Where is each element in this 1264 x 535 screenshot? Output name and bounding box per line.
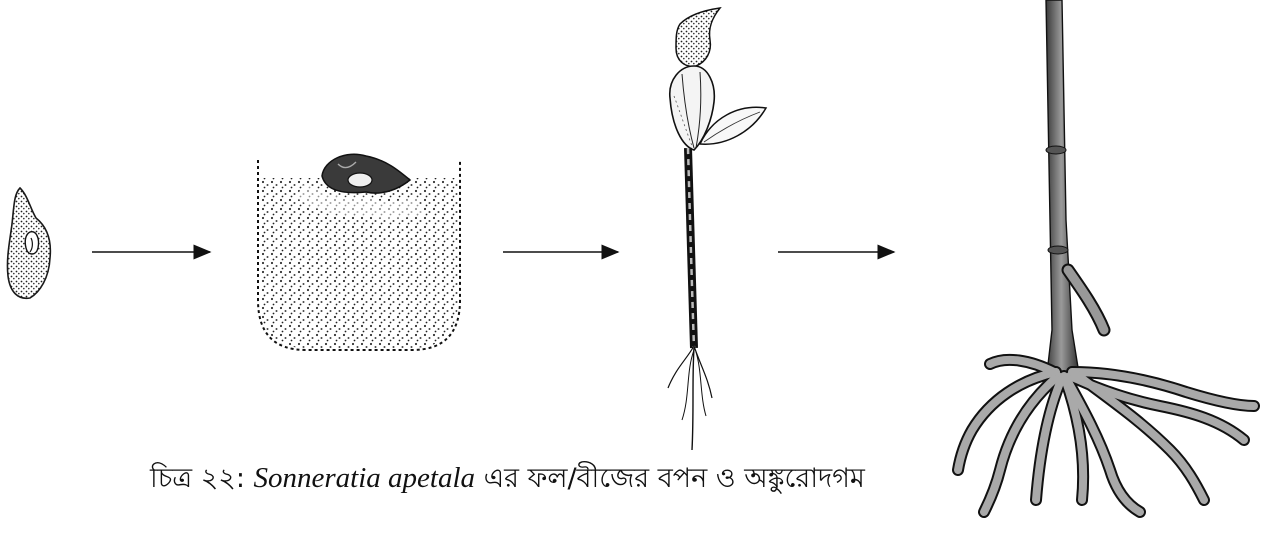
figure-caption: চিত্র ২২: Sonneratia apetala এর ফল/বীজের… <box>150 458 865 503</box>
caption-suffix: এর ফল/বীজের বপন ও অঙ্কুরোদগম <box>475 463 865 494</box>
caption-species: Sonneratia apetala <box>254 462 476 494</box>
seed-icon <box>7 188 50 298</box>
sapling-with-roots-icon <box>958 0 1254 512</box>
soil-pot-with-seed-icon <box>258 154 460 350</box>
seedling-icon <box>668 8 766 450</box>
caption-prefix: চিত্র ২২: <box>150 463 254 494</box>
